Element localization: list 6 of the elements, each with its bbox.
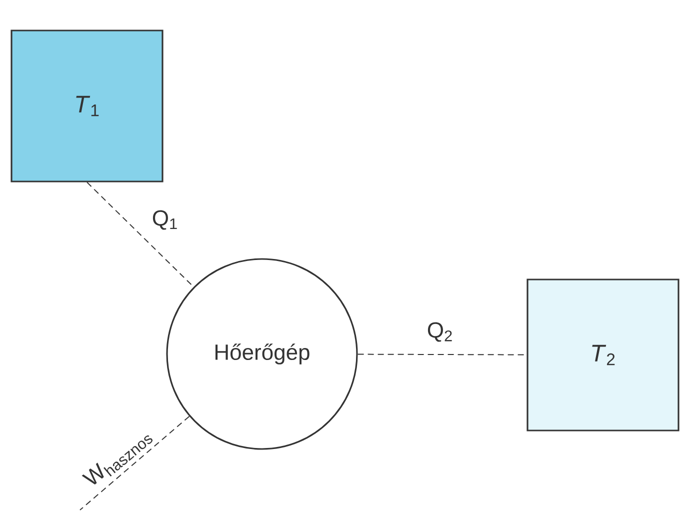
- connector-line: [80, 416, 190, 510]
- reservoir-box: T$_{2}$: [526, 278, 680, 432]
- connector-line: [86, 182, 194, 288]
- edge-label: Q$_{2}$: [426, 321, 454, 343]
- reservoir-box: T$_{1}$: [10, 30, 164, 182]
- edge-label: Q$_{1}$: [150, 209, 180, 231]
